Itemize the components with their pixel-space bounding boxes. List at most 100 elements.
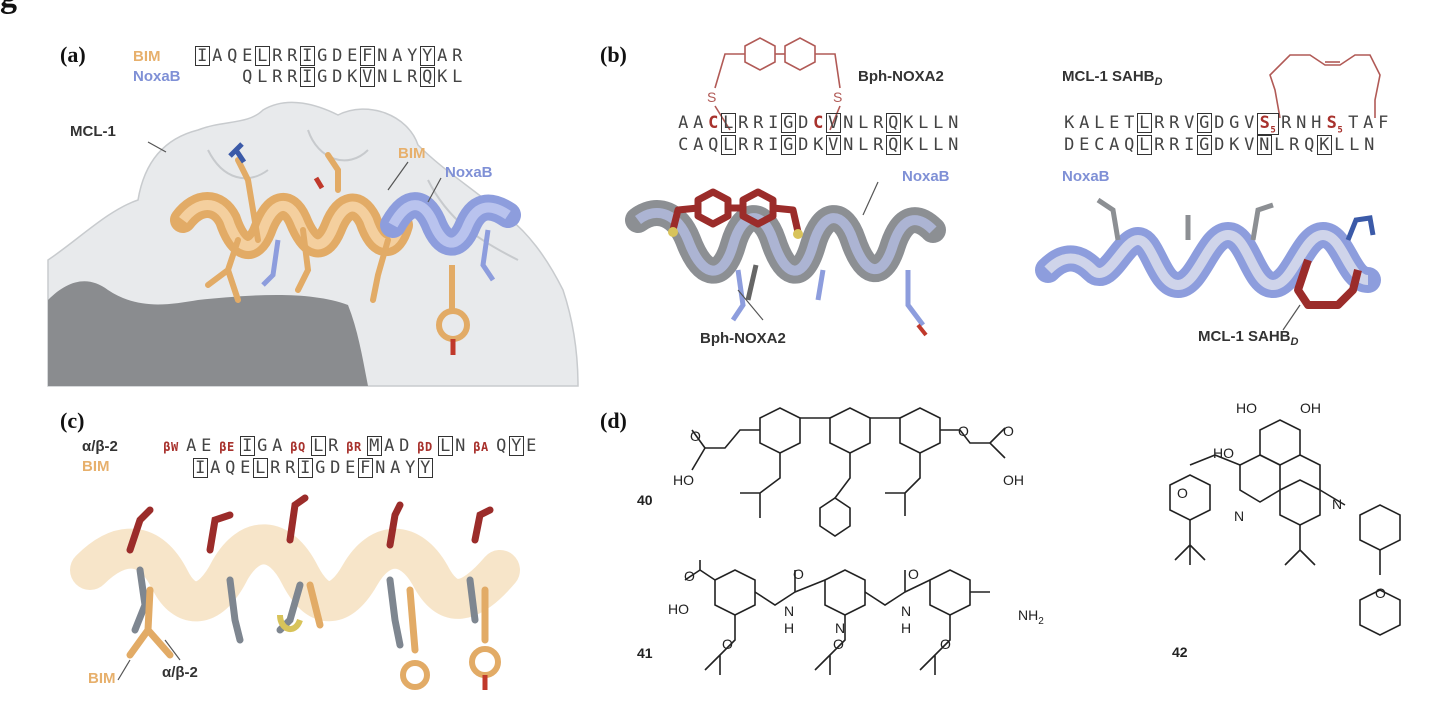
residue: Q (886, 113, 901, 133)
compound-40-label: 40 (637, 492, 653, 508)
panel-c-seq-label-ab2: α/β-2 (82, 438, 118, 455)
residue: R (287, 67, 298, 87)
residue: F (358, 458, 373, 478)
residue: R (873, 113, 884, 133)
c40-atom-o1: O (690, 428, 701, 444)
c41-atom-o1: O (684, 568, 695, 584)
title-bph-noxa2: Bph-NOXA2 (858, 68, 944, 85)
residue: L (257, 67, 268, 87)
residue: N (377, 46, 388, 66)
c42-atom-n2: N (1332, 496, 1343, 512)
residue: G (317, 46, 328, 66)
residue: βQ (290, 440, 306, 454)
residue: C (1094, 135, 1105, 155)
residue: G (1229, 113, 1240, 133)
label-bph-noxa2-bottom: Bph-NOXA2 (700, 330, 786, 347)
label-ab2-c: α/β-2 (162, 664, 198, 681)
residue: L (1334, 135, 1345, 155)
residue: R (1169, 135, 1180, 155)
residue: T (1348, 113, 1359, 133)
bim-sidechains (205, 152, 391, 303)
residue: Q (496, 436, 507, 456)
residue: N (1257, 135, 1272, 155)
residue: R (753, 135, 764, 155)
residue: E (201, 436, 212, 456)
residue: K (903, 135, 914, 155)
label-bim-c: BIM (88, 670, 116, 687)
residue: I (195, 46, 210, 66)
residue: Q (227, 46, 238, 66)
residue: S5 (1326, 113, 1344, 136)
residue: L (1137, 135, 1152, 155)
residue: I (240, 436, 255, 456)
panel-b-right-structure (1035, 197, 1381, 331)
residue: K (1317, 135, 1332, 155)
residue: R (270, 458, 281, 478)
panel-c-letter: (c) (60, 408, 85, 433)
label-noxab-a: NoxaB (445, 164, 493, 181)
c41-atom-n2: N (901, 603, 912, 619)
residue: A (693, 135, 704, 155)
c40-atom-ho: HO (673, 472, 694, 488)
panel-a-structure (47, 101, 579, 387)
c41-atom-ho: HO (668, 601, 689, 617)
residue: V (1244, 113, 1255, 133)
residue: A (272, 436, 283, 456)
c41-atom-npy: N (835, 620, 846, 636)
residue: A (392, 46, 403, 66)
residue: G (781, 113, 796, 133)
compound-42-structure (1169, 419, 1401, 636)
title-mcl1-sahbd: MCL-1 SAHBD (1062, 68, 1163, 88)
residue: L (392, 67, 403, 87)
residue: A (212, 46, 223, 66)
residue: D (332, 46, 343, 66)
residue: N (375, 458, 386, 478)
residue: G (781, 135, 796, 155)
c41-atom-h2: H (901, 620, 912, 636)
residue: S5 (1257, 113, 1279, 136)
residue: D (798, 135, 809, 155)
panel-b-left-structure (625, 181, 946, 337)
panel-a-letter: (a) (60, 42, 86, 67)
residue: L (858, 113, 869, 133)
residue: βE (219, 440, 235, 454)
residue: A (1363, 113, 1374, 133)
panel-b-letter: (b) (600, 42, 627, 67)
residue: M (367, 436, 382, 456)
panel-d-letter: (d) (600, 408, 627, 433)
residue: L (311, 436, 326, 456)
residue: I (298, 458, 313, 478)
c41-atom-o6: O (940, 636, 951, 652)
residue: L (721, 135, 736, 155)
residue: K (437, 67, 448, 87)
c42-atom-o2: O (1375, 585, 1386, 601)
c41-atom-n1: N (784, 603, 795, 619)
residue: βR (346, 440, 362, 454)
panel-a-seq-label-bim: BIM (133, 48, 161, 65)
residue: V (360, 67, 375, 87)
residue: R (272, 67, 283, 87)
residue: E (242, 46, 253, 66)
residue: N (377, 67, 388, 87)
residue: D (399, 436, 410, 456)
staple-linker (1269, 54, 1381, 119)
residue: V (1184, 113, 1195, 133)
residue: Y (405, 458, 416, 478)
c41-atom-nh2: NH2 (1018, 607, 1044, 627)
c42-atom-ho1: HO (1236, 400, 1257, 416)
residue: D (330, 458, 341, 478)
c41-atom-o2: O (793, 566, 804, 582)
residue: K (813, 135, 824, 155)
residue: R (1154, 135, 1165, 155)
residue: D (798, 113, 809, 133)
residue: A (384, 436, 395, 456)
residue: I (768, 135, 779, 155)
residue: A (186, 436, 197, 456)
residue: Q (225, 458, 236, 478)
residue: K (1064, 113, 1075, 133)
residue: I (300, 67, 315, 87)
residue: N (1296, 113, 1307, 133)
residue: C (708, 113, 719, 133)
